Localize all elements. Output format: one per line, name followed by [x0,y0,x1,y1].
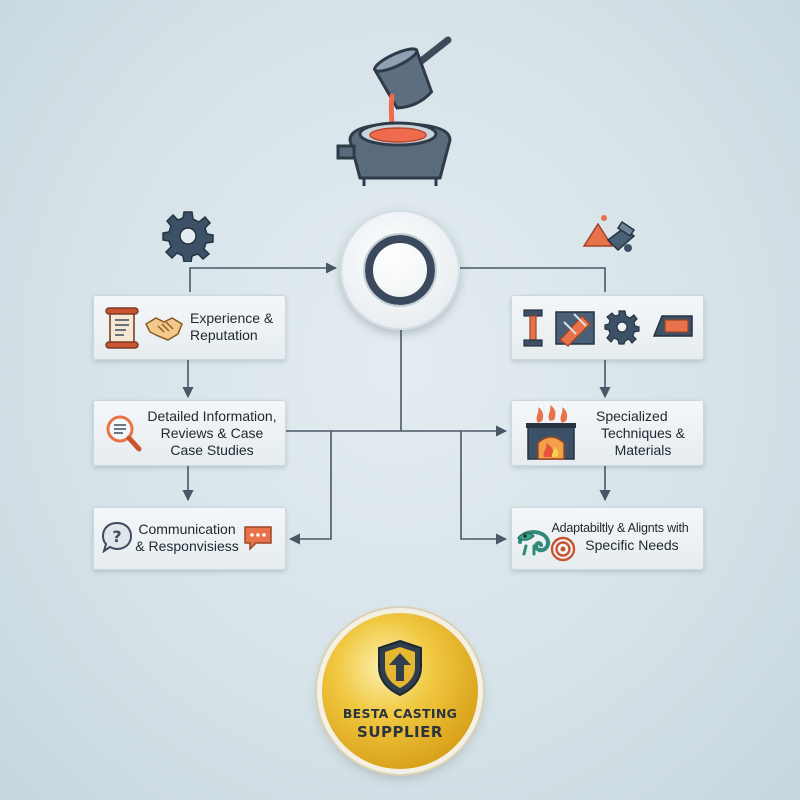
svg-text:?: ? [112,527,121,546]
hub-ring-icon [363,233,437,307]
furnace-icon [526,405,576,460]
cutter-icon [555,311,595,347]
ladle-icon [336,36,452,186]
detailed-information-box: Detailed Information, Reviews & Case Cas… [93,400,286,466]
target-icon [550,536,576,562]
mold-icon [336,121,452,186]
equipment-icons-box [511,295,704,360]
tools-icon [582,215,636,252]
specialized-techniques-label: Specialized Techniques & Materials [596,408,686,458]
connector-left-to-hub [189,262,338,292]
detailed-information-label: Detailed Information, Reviews & Case Cas… [147,408,277,458]
question-bubble-icon: ? [101,521,133,554]
scroll-icon [105,307,139,349]
badge-line-2: SUPPLIER [357,723,443,741]
shield-arrow-icon [378,639,422,697]
chameleon-icon [517,530,551,556]
adaptability-label: Adaptabiltly & Alignts with Specific Nee… [551,521,689,553]
gear-icon [604,310,640,345]
experience-reputation-box: Experience & Reputation [93,295,286,360]
connector-hub-to-right [460,267,606,292]
badge-line-1: BESTA CASTING [342,706,458,721]
specialized-techniques-box: Specialized Techniques & Materials [511,400,704,466]
connector-to-comm [288,431,332,545]
i-beam-icon [523,309,543,347]
communication-label: Communication & Responvisiess [135,521,239,554]
adaptability-box: Adaptabiltly & Alignts with Specific Nee… [511,507,704,570]
chat-bubble-icon [244,526,272,551]
handshake-icon [145,317,183,341]
plate-icon [652,315,693,337]
experience-reputation-label: Experience & Reputation [190,310,274,343]
connector-to-adapt [460,431,508,545]
gear-icon [162,211,214,262]
communication-box: ? Communication & Responvisiess [93,507,286,570]
best-supplier-badge: BESTA CASTING SUPPLIER [322,613,478,769]
magnifier-icon [106,415,142,452]
central-hub [340,210,460,330]
